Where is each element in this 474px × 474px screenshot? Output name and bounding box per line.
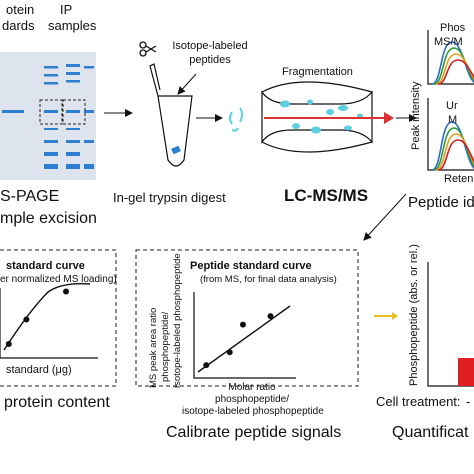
peptide-point-4 bbox=[267, 313, 274, 320]
tube-cap bbox=[149, 63, 161, 97]
spectra-top-label-2: MS/M bbox=[434, 36, 463, 48]
spectra-curves bbox=[431, 41, 474, 171]
ip-lane-3 bbox=[84, 66, 94, 169]
spectra-bottom-label-2: M bbox=[448, 114, 458, 126]
protein-curve-title: standard curve bbox=[6, 260, 85, 272]
protein-point-1 bbox=[5, 341, 12, 347]
peptide-curve-ylabel-2: phosphopeptide/ bbox=[160, 311, 171, 382]
quant-x-tick: - bbox=[466, 394, 471, 409]
excision-box-2 bbox=[62, 99, 86, 125]
gel-caption-1: S-PAGE bbox=[0, 188, 60, 205]
gel-caption-2: mple excision bbox=[0, 210, 97, 227]
spectra-axes bbox=[427, 30, 474, 171]
peptide-points bbox=[203, 313, 274, 369]
peptide-curve-ylabel-1: MS peak area ratio bbox=[148, 307, 159, 388]
peptide-curve-caption: Calibrate peptide signals bbox=[166, 424, 342, 441]
peptide-point-1 bbox=[203, 362, 210, 369]
arrow-peptides bbox=[177, 73, 197, 95]
peptides-label-1: Isotope-labeled bbox=[172, 40, 248, 52]
protein-curve-xlabel: standard (μg) bbox=[6, 364, 72, 376]
ip-lane-1 bbox=[44, 66, 58, 169]
spectrum-curve-top-2 bbox=[433, 47, 474, 85]
peptide-curve-axes bbox=[193, 292, 296, 379]
ip-lane-2 bbox=[66, 64, 80, 169]
excision-box-1 bbox=[39, 99, 63, 125]
chamber-bottom bbox=[261, 141, 373, 153]
fragment-ions bbox=[280, 99, 363, 134]
ion-arcs bbox=[229, 107, 243, 132]
peptide-point-2 bbox=[226, 349, 233, 356]
spectrum-curve-bottom-1 bbox=[431, 121, 474, 171]
standard-band bbox=[2, 110, 24, 113]
protein-curve-box bbox=[0, 249, 117, 387]
gel-col1-label-1: otein bbox=[6, 2, 35, 17]
protein-fit-curve bbox=[3, 282, 91, 351]
peptide-fit-line bbox=[197, 305, 291, 373]
spectrum-curve-bottom-4 bbox=[437, 139, 474, 171]
spectrum-curve-bottom-2 bbox=[433, 127, 474, 171]
fragmentation-label: Fragmentation bbox=[282, 66, 353, 78]
gel-col1-label-2: dards bbox=[2, 18, 35, 33]
quant-x-prefix: Cell treatment: bbox=[376, 394, 461, 409]
peptide-point-3 bbox=[239, 321, 246, 328]
gel-col2-label-1: IP bbox=[60, 2, 73, 17]
protein-curve-subtitle: er normalized MS loading) bbox=[0, 274, 117, 285]
spectrum-curve-bottom-3 bbox=[435, 133, 474, 171]
gel-piece-icon bbox=[171, 145, 181, 155]
gel-image bbox=[0, 52, 96, 180]
spectra-y-label: Peak intensity bbox=[410, 81, 422, 150]
ion-beam-head bbox=[384, 112, 394, 124]
gel-col2-label-2: samples bbox=[48, 18, 97, 33]
protein-points bbox=[5, 288, 69, 347]
peptide-curve-xlabel-2: phosphopeptide/ bbox=[215, 394, 289, 405]
arrow-id-to-curve bbox=[363, 193, 407, 241]
protein-point-2 bbox=[23, 316, 30, 323]
peptides-label-2: peptides bbox=[189, 54, 231, 66]
arrow-to-quant-head bbox=[392, 312, 398, 320]
peptide-curve-xlabel-3: isotope-labeled phosphopeptide bbox=[182, 406, 324, 417]
protein-curve-caption: protein content bbox=[4, 394, 110, 411]
quant-bar bbox=[458, 358, 474, 386]
protein-point-3 bbox=[63, 288, 69, 295]
peptide-curve-subtitle: (from MS, for final data analysis) bbox=[200, 274, 337, 285]
spectrum-curve-top-1 bbox=[431, 41, 474, 85]
peptide-curve-title: Peptide standard curve bbox=[190, 260, 312, 272]
peptide-curve-box bbox=[135, 249, 359, 387]
spectra-x-label: Reten bbox=[444, 173, 474, 185]
peptide-curve-ylabel-3: isotope-labeled phosphopeptide bbox=[172, 253, 183, 388]
protein-curve-axes bbox=[0, 288, 98, 359]
quant-y-label: Phosphopeptide (abs. or rel.) bbox=[408, 244, 420, 386]
spectrum-curve-top-4 bbox=[437, 59, 474, 85]
scissors-icon bbox=[139, 41, 157, 57]
peptide-curve-xlabel-1: Molar ratio bbox=[228, 382, 276, 393]
tube-icon bbox=[157, 95, 193, 167]
digest-caption: In-gel trypsin digest bbox=[113, 190, 226, 205]
lcms-title: LC-MS/MS bbox=[284, 186, 369, 205]
quant-caption: Quantificat bbox=[392, 424, 469, 441]
peptide-id-label: Peptide id bbox=[408, 194, 474, 211]
spectra-top-label-1: Phos bbox=[440, 22, 466, 34]
chamber-top bbox=[261, 81, 373, 93]
spectra-bottom-label-1: Ur bbox=[446, 100, 458, 112]
